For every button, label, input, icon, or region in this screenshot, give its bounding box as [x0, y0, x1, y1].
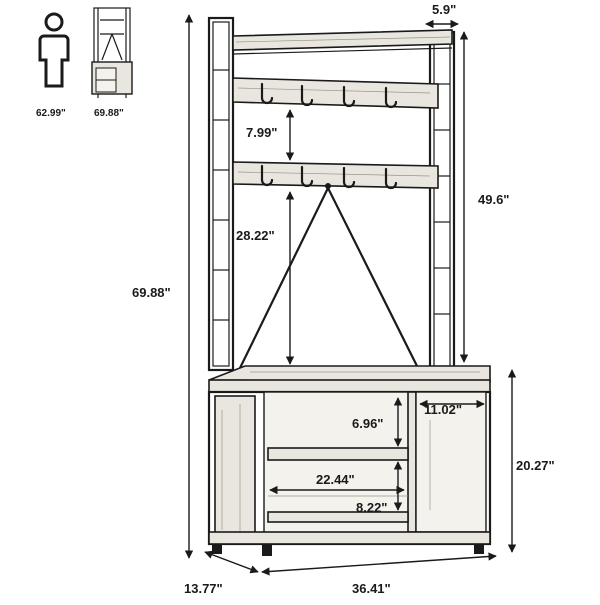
lower-shelf-height-label: 8.22" — [356, 500, 387, 515]
shelf-height-label: 6.96" — [352, 416, 383, 431]
upright-height-label: 49.6" — [478, 192, 509, 207]
person-icon — [38, 12, 70, 88]
x-support — [239, 187, 419, 369]
top-shelf — [232, 29, 453, 55]
rack-height-label: 69.88" — [94, 108, 124, 119]
drawer-width-label: 11.02" — [424, 402, 462, 417]
depth-label: 13.77" — [184, 581, 223, 596]
left-upright — [207, 16, 235, 372]
inner-width-label: 22.44" — [316, 472, 355, 487]
lower-hook-rail — [232, 161, 439, 190]
right-upright — [428, 30, 456, 372]
lower-hook-height-label: 28.22" — [236, 228, 275, 243]
dimension-lines — [184, 14, 517, 576]
hook-rail-spacing-label: 7.99" — [246, 125, 277, 140]
cabinet — [207, 390, 492, 556]
upper-hook-rail — [232, 77, 439, 109]
side-depth-label: 5.9" — [432, 2, 456, 17]
hall-tree-drawing — [207, 16, 492, 556]
dimension-labels: 69.88" 5.9" 49.6" 7.99" 28.22" 11.02" 6.… — [132, 2, 555, 596]
bench-top — [208, 365, 491, 393]
person-height-label: 62.99" — [36, 108, 66, 119]
rack-thumbnail-icon — [91, 7, 133, 98]
cabinet-height-label: 20.27" — [516, 458, 555, 473]
total-height-label: 69.88" — [132, 285, 171, 300]
total-width-label: 36.41" — [352, 581, 391, 596]
